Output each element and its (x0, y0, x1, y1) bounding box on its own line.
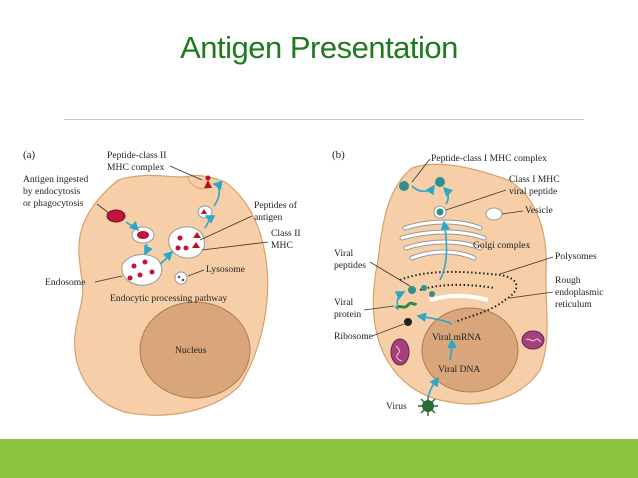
endosome-peptide (142, 259, 148, 265)
footer-accent-bar (0, 439, 638, 478)
to-surface-arrow (212, 180, 223, 207)
endosome-peptide (137, 272, 143, 278)
panel-a-tag: (a) (23, 149, 36, 161)
antigen-peptide (177, 235, 183, 241)
export-arrow (204, 215, 216, 229)
nucleus-a-label: Nucleus (175, 345, 207, 356)
lysosome (174, 271, 188, 285)
surface-peptide (205, 175, 211, 181)
to-endosome-arrow (144, 243, 153, 256)
to-membrane-arrow (442, 186, 454, 205)
virus-entry-arrow (427, 376, 439, 399)
label-peptide-class-i: Peptide-class I MHC complex (431, 153, 547, 164)
panel-b-tag: (b) (332, 149, 345, 161)
label-class-ii: Class II (271, 228, 301, 239)
label-endoplasmic: endoplasmic (555, 287, 604, 298)
label-lysosome: Lysosome (206, 264, 245, 275)
antigen-presentation-diagram: (a) Nucleus (23, 149, 604, 416)
endosome (121, 254, 163, 286)
class-ii-mhc-molecule (192, 242, 200, 248)
dna-to-mrna-arrow (447, 338, 457, 361)
label-endocytic-pathway: Endocytic processing pathway (110, 293, 227, 304)
leader-line (369, 261, 411, 287)
label-vesicle: Vesicle (525, 205, 553, 216)
antigen-peptide (175, 245, 181, 251)
label-mhc: MHC (271, 240, 293, 251)
leader-line (96, 203, 111, 215)
label-peptide-class-ii: Peptide-class II (107, 150, 166, 161)
virus-icon (418, 396, 438, 416)
leader-line (94, 275, 123, 283)
lysosome-enzyme (181, 278, 185, 282)
class-ii-mhc-molecule (201, 209, 207, 214)
label-viral-protein-1: Viral (334, 297, 353, 308)
label-or-phagocytosis: or phagocytosis (23, 198, 84, 209)
leader-line (201, 241, 269, 251)
er-to-golgi-arrow (439, 220, 451, 281)
title-divider (64, 119, 584, 120)
endosome-peptide (127, 275, 133, 281)
to-loading-arrow (159, 250, 174, 265)
class-i-mhc-complexes (399, 177, 447, 297)
label-viral: Viral (334, 248, 353, 259)
mitochondrion-crista (395, 345, 403, 362)
label-mhc-complex: MHC complex (107, 162, 164, 173)
label-viral-mrna: Viral mRNA (432, 332, 481, 343)
label-rough: Rough (555, 275, 581, 286)
mitochondrion-right (521, 330, 545, 350)
vesicle-b (485, 207, 503, 221)
label-ribosome: Ribosome (334, 331, 373, 342)
label-class-i-mhc: Class I MHC (509, 174, 560, 185)
protein-to-peptide-arrow (394, 291, 406, 311)
endosome-peptide (131, 263, 137, 269)
label-antigen-ingested: Antigen ingested (23, 174, 88, 185)
leader-line (501, 210, 524, 215)
label-polysomes: Polysomes (555, 251, 597, 262)
leader-line (445, 189, 507, 211)
surface-arrow (411, 184, 435, 196)
mitochondrion-crista (525, 338, 542, 343)
vesicle-1-antigen (137, 231, 149, 239)
leader-line (363, 305, 395, 311)
leader-line (199, 215, 253, 241)
nucleus-a (139, 301, 251, 399)
label-peptides: peptides (334, 260, 366, 271)
class-ii-mhc-molecule (193, 232, 201, 238)
ingestion-arrow (125, 220, 140, 232)
mrna-to-ribosome-arrow (416, 312, 453, 325)
label-endosome: Endosome (45, 277, 86, 288)
label-antigen: antigen (254, 212, 282, 223)
rough-er (399, 270, 518, 323)
label-golgi: Golgi complex (473, 240, 530, 251)
leader-line (187, 269, 205, 277)
label-virus: Virus (386, 401, 407, 412)
endosome-peptide (149, 269, 155, 275)
label-peptides-of: Peptides of (254, 200, 298, 211)
viral-protein (394, 301, 418, 310)
peptide-loading-vesicle (168, 226, 205, 259)
antigen-peptide (183, 245, 189, 251)
label-by-endocytosis: by endocytosis (23, 186, 81, 197)
nucleus-b (421, 307, 519, 393)
panel-a: (a) Nucleus (23, 149, 301, 416)
label-reticulum: reticulum (555, 299, 592, 310)
antigen-particle (106, 209, 126, 223)
label-viral-peptide: viral peptide (509, 186, 557, 197)
leader-line (371, 323, 405, 337)
panel-b: (b) (332, 149, 604, 416)
label-viral-protein-2: protein (334, 309, 361, 320)
mitochondrion-left (390, 338, 410, 366)
er-lumen (429, 293, 489, 302)
slide-title: Antigen Presentation (180, 30, 458, 65)
leader-line (499, 256, 554, 275)
leader-line (509, 291, 554, 299)
leader-line (411, 158, 431, 183)
label-viral-dna: Viral DNA (438, 364, 480, 375)
lysosome-enzyme (177, 275, 181, 279)
ribosome (404, 318, 412, 326)
leader-line (169, 165, 203, 181)
surface-peptide-class-ii-complex (204, 180, 212, 188)
